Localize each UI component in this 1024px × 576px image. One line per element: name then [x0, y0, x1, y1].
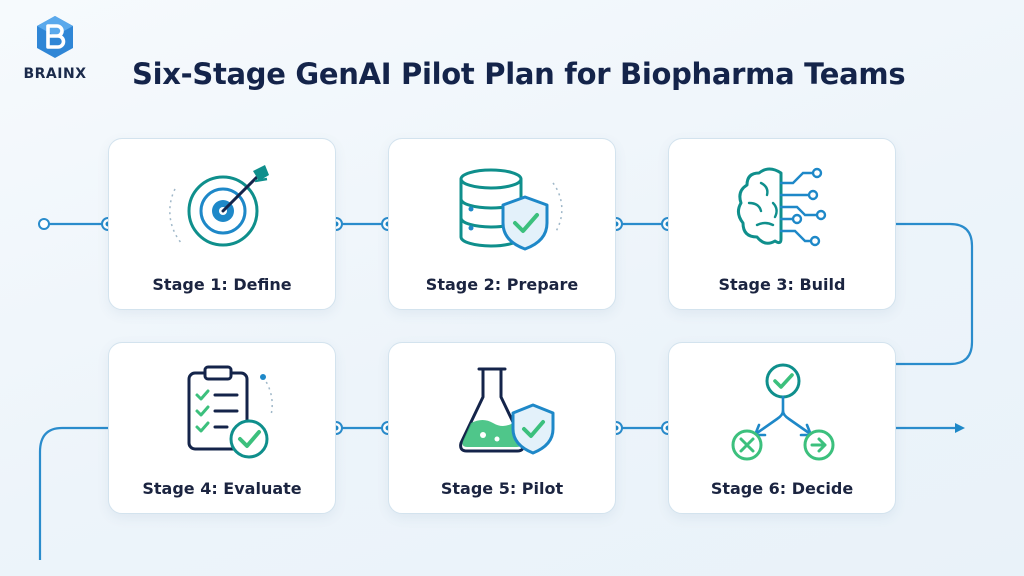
stage-label: Stage 1: Define [152, 275, 292, 294]
stage-label: Stage 4: Evaluate [142, 479, 302, 498]
node-dot [38, 218, 50, 230]
page-title: Six-Stage GenAI Pilot Plan for Biopharma… [132, 57, 906, 91]
stage-label: Stage 2: Prepare [425, 275, 579, 294]
stage-label: Stage 3: Build [718, 275, 846, 294]
brand-logo: BRAINX [18, 14, 92, 82]
stage-card-1: Stage 1: Define [108, 138, 336, 310]
stage-card-3: Stage 3: Build [668, 138, 896, 310]
entry-connector-bottom [38, 426, 108, 560]
clipboard-checklist-icon [187, 365, 273, 459]
connector-3-6-curve [896, 222, 974, 366]
stage-label: Stage 5: Pilot [440, 479, 564, 498]
stage-card-5: Stage 5: Pilot [388, 342, 616, 514]
brand-name: BRAINX [23, 66, 87, 82]
brain-circuit-icon [736, 167, 827, 247]
target-arrow-icon [169, 165, 269, 247]
stage-label: Stage 6: Decide [710, 479, 854, 498]
brainx-logo-icon [37, 16, 73, 58]
decision-branch-icon [731, 363, 835, 461]
stage-card-4: Stage 4: Evaluate [108, 342, 336, 514]
stage-card-6: Stage 6: Decide [668, 342, 896, 514]
database-shield-icon [459, 168, 563, 251]
stage-card-2: Stage 2: Prepare [388, 138, 616, 310]
flask-shield-icon [459, 367, 555, 455]
